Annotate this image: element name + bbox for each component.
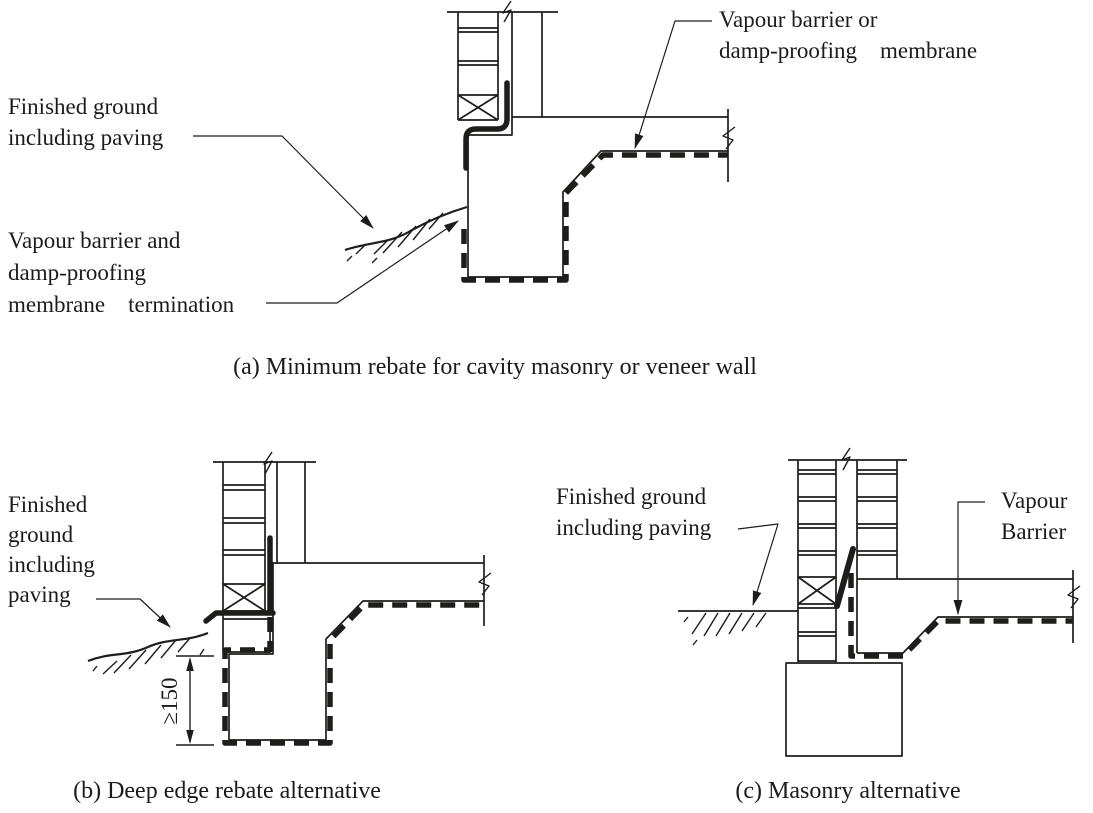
label-vapour-barrier-c: Vapour Barrier [1001,485,1067,547]
leader-vapour-barrier [634,20,712,149]
dimension-min-150: ≥150 [157,677,182,725]
brick-course-joints [458,27,498,66]
label-line: including paving [8,125,164,150]
dimension-extension-lines [176,655,214,746]
diagram-c-linework [678,447,1081,757]
slab-break-symbol [722,126,736,150]
label-line: Finished [8,492,88,517]
timber-plate-x-box [797,576,837,609]
caption-diagram-c: (c) Masonry alternative [735,778,961,804]
ground-hatching [92,637,205,675]
vapour-barrier-under-plate [203,610,276,624]
label-line: damp-proofing [8,260,146,285]
diagram-b-linework [87,451,492,746]
brick-veneer-leaf [457,12,499,120]
leader-vapour-barrier [953,501,985,615]
slab-outline [857,578,1073,654]
label-line: damp-proofing membrane [719,38,978,63]
timber-plate-x-box [457,94,499,121]
label-line: Barrier [1001,519,1067,544]
label-finished-ground-a: Finished ground including paving [8,91,163,153]
damp-proof-membrane-dashed [461,152,728,283]
deep-rebate-slab-outline [228,562,484,741]
ground-line [344,205,468,252]
timber-plate-x-box [222,583,266,612]
brick-below-plate [223,618,271,653]
dimension-arrow-up [186,657,194,671]
dimension-arrow-down [186,730,194,744]
ground-line [87,631,209,663]
ground-hatching [346,212,444,264]
outer-leaf-course-joints [798,469,836,662]
inner-masonry-leaf [856,460,898,653]
leader-finished-ground [96,598,171,628]
vapour-barrier-solid [463,80,510,171]
leader-finished-ground [193,135,374,229]
label-line: Vapour [1001,488,1068,513]
label-line: Vapour barrier and [8,228,181,253]
label-line: including paving [556,515,712,540]
slab-break-symbol [478,572,492,596]
label-line: including [8,552,95,577]
label-line: Vapour barrier or [719,7,878,32]
outer-masonry-leaf [797,460,837,662]
vapour-barrier-dashed [848,573,1073,659]
label-vapour-barrier-a: Vapour barrier or damp-proofing membrane [719,4,977,66]
slab-edge-outline [467,116,728,278]
brick-course-joints [223,484,265,556]
label-line: ground [8,522,74,547]
leader-membrane-termination [266,220,459,304]
wall-break-symbol [841,447,851,471]
label-membrane-termination-a: Vapour barrier and damp-proofing membran… [8,225,234,321]
inner-leaf-course-joints [857,469,897,556]
label-line: paving [8,582,71,607]
brick-veneer-leaf [222,462,266,652]
label-finished-ground-c: Finished ground including paving [556,481,711,543]
leader-finished-ground [737,523,779,606]
wall-break-symbol [263,451,273,475]
label-line: membrane termination [8,292,235,317]
inner-leaf [276,462,306,563]
label-line: Finished ground [556,484,707,509]
ground-hatching [683,612,767,646]
slab-break-symbol [1067,585,1081,609]
inner-leaf [511,12,543,117]
masonry-footing [785,662,903,757]
damp-proof-membrane-dashed [222,602,484,746]
caption-diagram-a: (a) Minimum rebate for cavity masonry or… [233,354,757,380]
label-line: Finished ground [8,94,159,119]
caption-diagram-b: (b) Deep edge rebate alternative [73,778,381,804]
wall-break-symbol [502,0,512,23]
diagram-a-linework [193,0,736,304]
label-finished-ground-b: Finished ground including paving [8,490,95,610]
vapour-barrier-flashing-solid [834,546,856,609]
